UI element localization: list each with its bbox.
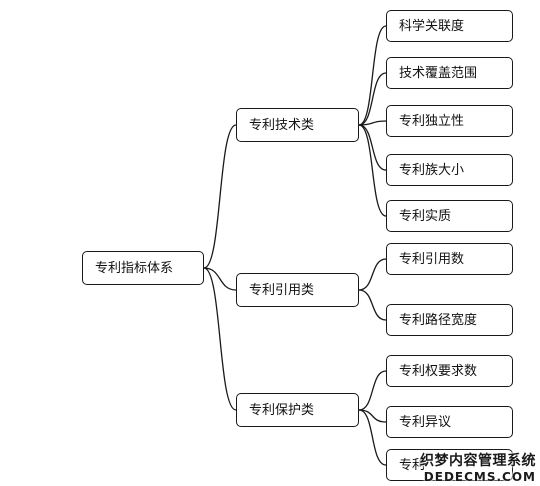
connector-protect-1: [358, 370, 387, 411]
category-label: 专利保护类: [249, 402, 315, 418]
root-label: 专利指标体系: [95, 260, 174, 276]
connector-cite-2: [358, 289, 387, 321]
watermark-domain: DEDECMS.COM: [423, 470, 536, 484]
leaf-label: 专利: [399, 457, 426, 473]
category-node-protection: 专利保护类: [236, 393, 359, 427]
connector-cite-1: [358, 258, 387, 291]
connector-root-to-protect: [203, 267, 237, 411]
connector-tech-2: [358, 72, 387, 126]
leaf-node: 专利引用数: [386, 243, 513, 275]
category-label: 专利引用类: [249, 282, 315, 298]
leaf-node: 专利: [386, 449, 513, 481]
watermark-title: 织梦内容管理系统: [420, 453, 536, 469]
connector-tech-1: [358, 25, 387, 126]
connector-protect-3: [358, 409, 387, 466]
leaf-node: 专利路径宽度: [386, 304, 513, 336]
connector-tech-4: [358, 124, 387, 171]
connector-tech-5: [358, 124, 387, 217]
root-node: 专利指标体系: [82, 251, 204, 285]
connector-root-to-cite: [203, 267, 237, 291]
leaf-label: 专利异议: [399, 414, 452, 430]
connector-root-to-tech: [203, 124, 237, 269]
leaf-label: 科学关联度: [399, 18, 465, 34]
leaf-label: 专利族大小: [399, 162, 465, 178]
category-node-tech: 专利技术类: [236, 108, 359, 142]
leaf-label: 专利引用数: [399, 251, 465, 267]
leaf-node: 技术覆盖范围: [386, 57, 513, 89]
leaf-node: 科学关联度: [386, 10, 513, 42]
category-label: 专利技术类: [249, 117, 315, 133]
leaf-node: 专利权要求数: [386, 355, 513, 387]
leaf-node: 专利异议: [386, 406, 513, 438]
watermark: 织梦内容管理系统 DEDECMS.COM: [420, 450, 536, 484]
leaf-label: 专利独立性: [399, 113, 465, 129]
leaf-node: 专利族大小: [386, 154, 513, 186]
leaf-label: 专利路径宽度: [399, 312, 478, 328]
leaf-label: 专利权要求数: [399, 363, 478, 379]
leaf-node: 专利实质: [386, 200, 513, 232]
leaf-node: 专利独立性: [386, 105, 513, 137]
connector-tech-3: [358, 120, 387, 126]
category-node-citation: 专利引用类: [236, 273, 359, 307]
leaf-label: 专利实质: [399, 208, 452, 224]
leaf-label: 技术覆盖范围: [399, 65, 478, 81]
